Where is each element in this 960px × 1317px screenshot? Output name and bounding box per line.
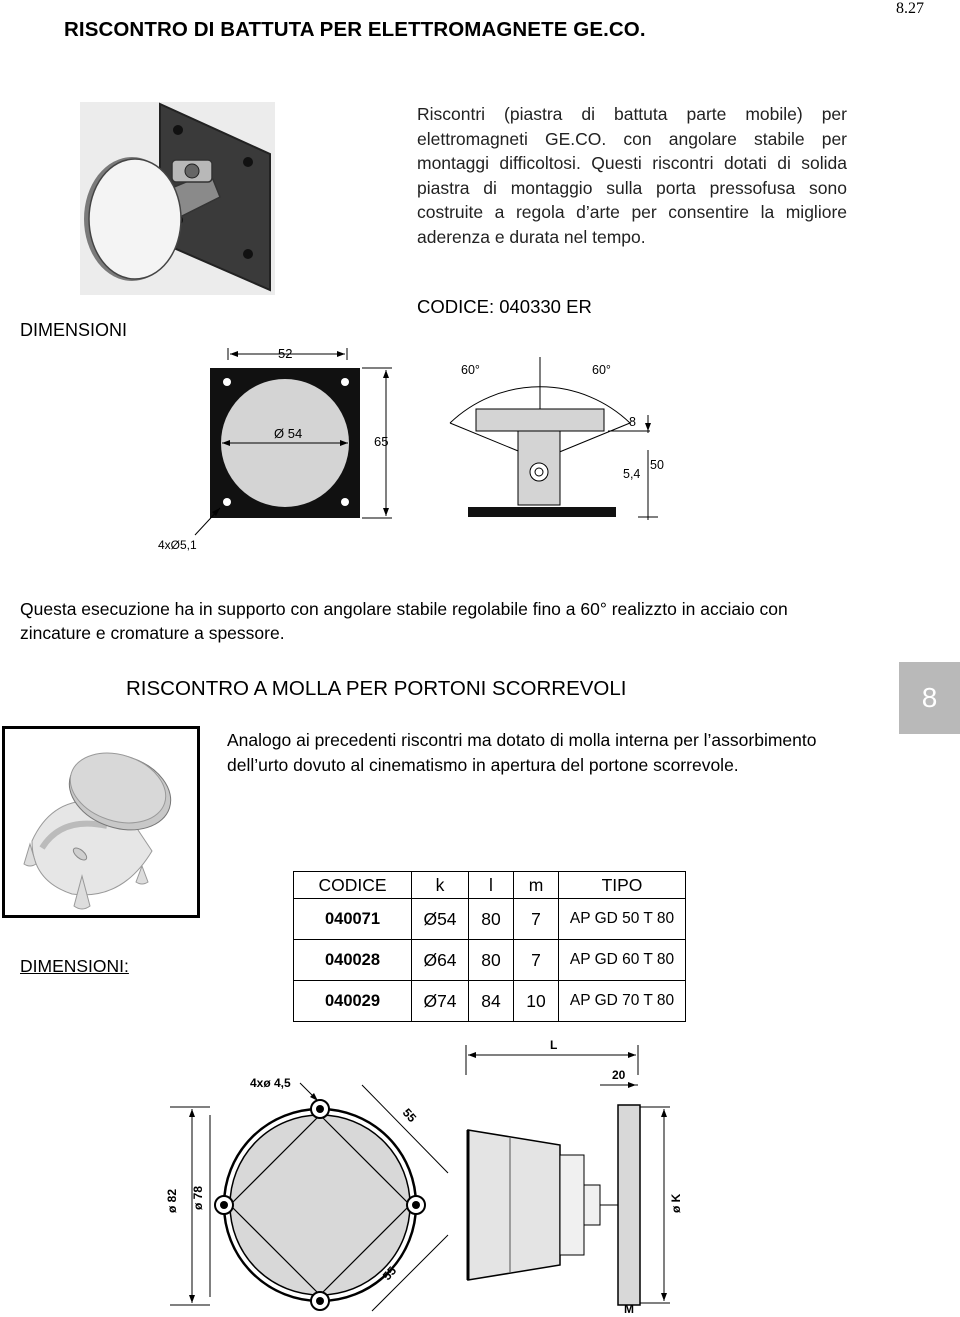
table-row: 040028 Ø64 80 7 AP GD 60 T 80 <box>293 939 686 981</box>
dim-height-label: 65 <box>374 434 388 449</box>
chapter-tab: 8 <box>899 662 960 734</box>
product-photo-strike-plate <box>80 102 275 295</box>
angle-right-label: 60° <box>592 363 611 377</box>
dim-L-label: L <box>550 1038 557 1052</box>
cell-codice: 040028 <box>293 939 412 981</box>
dim-holes-4-5-label: 4xø 4,5 <box>250 1076 291 1090</box>
col-header-k: k <box>411 871 469 899</box>
dim-78-label: ø 78 <box>191 1186 205 1210</box>
cell-tipo: AP GD 50 T 80 <box>558 898 686 940</box>
dim-diameter-label: Ø 54 <box>274 426 302 441</box>
dim-5-4-label: 5,4 <box>623 467 640 481</box>
dim-8-label: 8 <box>629 415 636 429</box>
product-code: CODICE: 040330 ER <box>417 296 592 317</box>
drawing-plate-side: 60° 60° 8 5,4 50 <box>449 357 664 520</box>
page-number: 8.27 <box>896 0 924 17</box>
cell-l: 80 <box>468 939 514 981</box>
product-photo-spring-strike <box>2 726 200 918</box>
spring-description: Analogo ai precedenti riscontri ma dotat… <box>227 730 817 775</box>
col-header-codice: CODICE <box>293 871 412 899</box>
cell-k: Ø64 <box>411 939 469 981</box>
section-title: RISCONTRO A MOLLA PER PORTONI SCORREVOLI <box>126 677 627 700</box>
dimensions-label: DIMENSIONI <box>20 320 128 340</box>
col-header-l: l <box>468 871 514 899</box>
cell-m: 7 <box>513 939 559 981</box>
dim-K-label: ø K <box>669 1193 683 1213</box>
angle-left-label: 60° <box>461 363 480 377</box>
cell-l: 80 <box>468 898 514 940</box>
table-header-row: CODICE k l m TIPO <box>293 871 686 899</box>
drawing-plate-front: 52 Ø 54 65 4xØ5,1 <box>158 346 392 552</box>
table-row: 040071 Ø54 80 7 AP GD 50 T 80 <box>293 898 686 940</box>
dim-82-label: ø 82 <box>165 1189 179 1213</box>
col-header-m: m <box>513 871 559 899</box>
product-description: Riscontri (piastra di battuta parte mobi… <box>417 104 847 247</box>
dim-width-label: 52 <box>278 346 292 361</box>
cell-codice: 040029 <box>293 980 412 1022</box>
dim-holes-label: 4xØ5,1 <box>158 538 197 552</box>
codes-table: CODICE k l m TIPO 040071 Ø54 80 7 AP GD … <box>293 871 686 1022</box>
execution-note: Questa esecuzione ha in supporto con ang… <box>20 599 788 643</box>
cell-codice: 040071 <box>293 898 412 940</box>
cell-tipo: AP GD 70 T 80 <box>558 980 686 1022</box>
cell-tipo: AP GD 60 T 80 <box>558 939 686 981</box>
cell-m: 10 <box>513 980 559 1022</box>
dimensions-label-2: DIMENSIONI: <box>20 956 129 976</box>
col-header-tipo: TIPO <box>558 871 686 899</box>
dim-55-top-label: 55 <box>400 1106 420 1126</box>
dim-50-label: 50 <box>650 458 664 472</box>
cell-k: Ø74 <box>411 980 469 1022</box>
drawing-spring-strike: 4xø 4,5 ø 82 ø 78 55 55 L 20 ø K M <box>165 1038 683 1316</box>
dim-M-label: M <box>624 1302 634 1316</box>
page-title: RISCONTRO DI BATTUTA PER ELETTROMAGNETE … <box>64 18 646 41</box>
cell-l: 84 <box>468 980 514 1022</box>
dim-20-label: 20 <box>612 1068 626 1082</box>
table-row: 040029 Ø74 84 10 AP GD 70 T 80 <box>293 980 686 1022</box>
cell-m: 7 <box>513 898 559 940</box>
cell-k: Ø54 <box>411 898 469 940</box>
